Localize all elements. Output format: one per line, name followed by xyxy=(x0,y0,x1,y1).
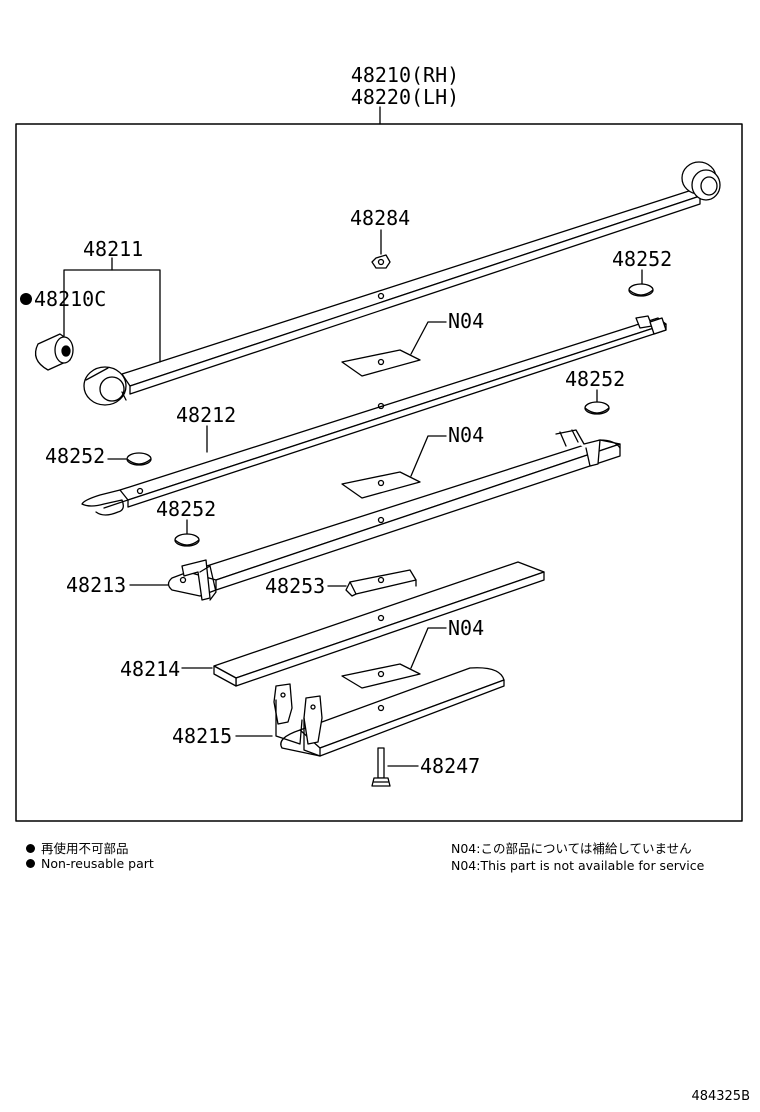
leader-n04-b xyxy=(410,435,447,477)
cap-48252-a xyxy=(628,283,654,297)
label-48211: 48211 xyxy=(83,237,143,261)
leader-48211 xyxy=(63,269,161,363)
label-n04-b: N04 xyxy=(448,423,484,447)
spacer-pad-n04-a xyxy=(341,349,421,377)
diagram-code: 484325B xyxy=(691,1089,750,1104)
bullet-icon xyxy=(26,844,35,853)
main-leaf-48211 xyxy=(83,161,721,406)
non-reusable-marker xyxy=(20,293,32,305)
legend-n04-jp: N04:この部品については補給していません xyxy=(451,841,692,856)
cap-48252-b xyxy=(126,452,152,466)
label-48252-c: 48252 xyxy=(565,367,625,391)
cap-48252-c xyxy=(584,401,610,415)
cap-48252-d xyxy=(174,533,200,547)
leader-n04-a xyxy=(410,321,447,355)
legend-non-reusable-en: Non-reusable part xyxy=(26,856,154,871)
bullet-icon xyxy=(26,859,35,868)
label-n04-a: N04 xyxy=(448,309,484,333)
bushing-48210c xyxy=(34,333,74,371)
label-48252-d: 48252 xyxy=(156,497,216,521)
label-48213: 48213 xyxy=(66,573,126,597)
leaf-48213 xyxy=(167,429,621,601)
label-48212: 48212 xyxy=(176,403,236,427)
label-48214: 48214 xyxy=(120,657,180,681)
label-48247: 48247 xyxy=(420,754,480,778)
assembly-rh-label: 48210(RH) xyxy=(351,63,459,87)
label-48252-b: 48252 xyxy=(45,444,105,468)
leaf-48212 xyxy=(81,315,667,516)
label-n04-c: N04 xyxy=(448,616,484,640)
assembly-frame xyxy=(15,123,743,822)
assembly-lh-label: 48220(LH) xyxy=(351,85,459,109)
pad-48253 xyxy=(345,569,417,597)
label-48253: 48253 xyxy=(265,574,325,598)
legend-n04-en: N04:This part is not available for servi… xyxy=(451,858,705,873)
label-48210c: 48210C xyxy=(34,287,106,311)
center-nut-48284 xyxy=(371,254,391,269)
label-48215: 48215 xyxy=(172,724,232,748)
leaf-48215 xyxy=(273,667,505,757)
legend-non-reusable-jp: 再使用不可部品 xyxy=(26,838,129,857)
leader-n04-c xyxy=(410,627,447,669)
label-48252-a: 48252 xyxy=(612,247,672,271)
center-bolt-48247 xyxy=(371,747,391,787)
leaf-48214 xyxy=(213,561,545,687)
label-48284: 48284 xyxy=(350,206,410,230)
